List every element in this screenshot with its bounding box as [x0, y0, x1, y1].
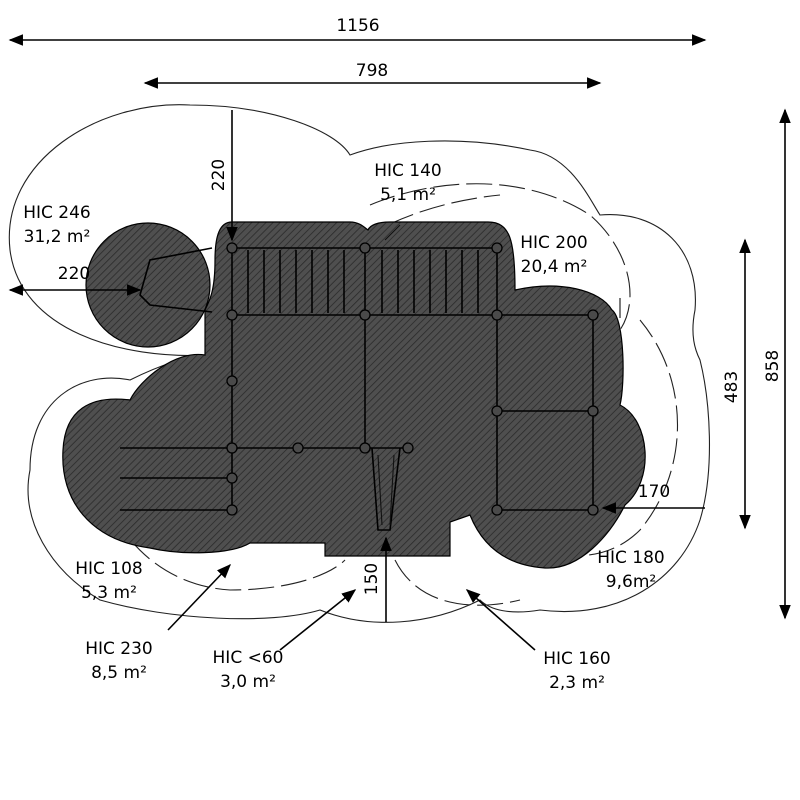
- dimension-lines: [8, 34, 791, 622]
- post-node: [491, 309, 503, 321]
- zone-area-label: 8,5 m²: [91, 663, 147, 683]
- leader-hic-230: [167, 563, 231, 631]
- zone-area-label: 5,3 m²: [81, 583, 137, 603]
- dim-inner-height: 483: [722, 371, 742, 403]
- hic-labels: HIC 246 31,2 m² HIC 140 5,1 m² HIC 200 2…: [23, 161, 665, 693]
- post-node: [359, 242, 371, 254]
- zone-area-label: 3,0 m²: [220, 672, 276, 692]
- zone-hic-label: HIC 230: [85, 639, 153, 659]
- ladder-rungs: [247, 250, 479, 313]
- zone-hic-label: HIC 246: [23, 203, 91, 223]
- leader-hic-60: [279, 589, 357, 651]
- safety-zone-dashed-right: [369, 183, 631, 331]
- post-node: [292, 442, 304, 454]
- main-structure-area: [62, 221, 646, 569]
- zone-hic-label: HIC 160: [543, 649, 611, 669]
- zone-hic-label: HIC 108: [75, 559, 143, 579]
- safety-zone-dashed-slide: [394, 559, 521, 606]
- dim-total-width: 1156: [336, 16, 379, 36]
- dim-top-offset: 220: [209, 159, 229, 191]
- structure-lines: [120, 224, 594, 531]
- post-node: [587, 504, 599, 516]
- post-node: [226, 472, 238, 484]
- label-leaders: [167, 563, 536, 651]
- zone-area-label: 9,6m²: [606, 572, 656, 592]
- left-bars: [120, 447, 232, 511]
- dim-bottom-offset: 150: [362, 563, 382, 595]
- dim-total-height: 858: [763, 350, 783, 382]
- post-node: [587, 309, 599, 321]
- slide-rails: [377, 454, 395, 526]
- equipment-footprint: [62, 221, 646, 569]
- zone-hic-label: HIC 180: [597, 548, 665, 568]
- leader-hic-160: [465, 589, 536, 651]
- swing-circle-area: [85, 222, 211, 348]
- dimension-labels: 1156 798 858 483 220 220 170 150: [58, 16, 783, 595]
- zone-area-label: 5,1 m²: [380, 185, 436, 205]
- post-node: [226, 309, 238, 321]
- post-node: [359, 442, 371, 454]
- zone-area-label: 31,2 m²: [24, 227, 91, 247]
- zone-hic-label: HIC 140: [374, 161, 442, 181]
- zone-hic-label: HIC 200: [520, 233, 588, 253]
- post-node: [226, 242, 238, 254]
- post-node: [491, 405, 503, 417]
- post-node: [359, 309, 371, 321]
- hic-140-leader: [384, 224, 401, 241]
- zone-area-label: 20,4 m²: [521, 257, 588, 277]
- post-node: [226, 442, 238, 454]
- dim-left-offset: 220: [58, 264, 90, 284]
- dim-inner-width: 798: [356, 61, 388, 81]
- post-node: [491, 504, 503, 516]
- slide-chute: [371, 447, 401, 531]
- post-node: [491, 242, 503, 254]
- post-node: [226, 504, 238, 516]
- post-node: [587, 405, 599, 417]
- dim-right-offset: 170: [638, 482, 670, 502]
- post-nodes: [226, 242, 599, 516]
- post-node: [402, 442, 414, 454]
- zone-area-label: 2,3 m²: [549, 673, 605, 693]
- post-node: [226, 375, 238, 387]
- zone-hic-label: HIC <60: [213, 648, 284, 668]
